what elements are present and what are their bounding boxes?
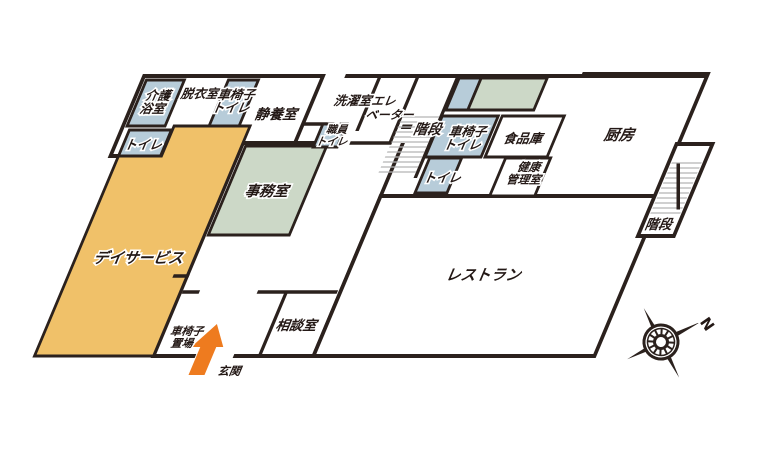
green-room xyxy=(465,76,550,112)
health-management-room xyxy=(487,156,553,198)
food-storage-label: 食品庫 xyxy=(501,131,547,147)
wheelchair-toilet-center-label: 車椅子トイレ xyxy=(441,124,490,152)
toilet-left-label: トイレ xyxy=(122,138,165,152)
laundry-label: 洗濯室 xyxy=(332,93,376,108)
staff-toilet-label: 職員トイレ xyxy=(314,122,356,147)
care-bath-label: 介護浴室 xyxy=(136,88,175,116)
care-bath-room xyxy=(124,78,187,128)
building-plan: 介護浴室 トイレ 脱衣室 車椅子トイレ 静養室 事務室 デイサービス 洗濯室 エ… xyxy=(32,72,716,379)
stairs-right-label: 階段 xyxy=(643,217,678,233)
office-room xyxy=(206,144,329,237)
wheelchair-toilet-left-room xyxy=(206,78,261,128)
kitchen-label: 厨房 xyxy=(602,126,640,144)
compass-north-label: N xyxy=(696,314,718,335)
rest-room-label: 静養室 xyxy=(252,106,302,123)
toilet-left-room xyxy=(116,128,174,158)
toilet-center-label: トイレ xyxy=(421,171,464,185)
toilet-center-room xyxy=(412,156,464,195)
consult-room-label: 相談室 xyxy=(274,318,321,334)
staff-toilet-room xyxy=(311,122,350,149)
dressing-room-label: 脱衣室 xyxy=(179,86,223,101)
elevator-label: エレベーター xyxy=(364,93,424,121)
stairs-center-label: 階段 xyxy=(411,121,447,138)
compass-rose xyxy=(627,308,702,378)
wheelchair-parking-label: 車椅子置場 xyxy=(164,324,208,349)
walls xyxy=(172,74,708,356)
wheelchair-toilet-left-label: 車椅子トイレ xyxy=(210,87,259,115)
consult-room-left-wall xyxy=(257,292,289,356)
office-label: 事務室 xyxy=(242,183,293,200)
entrance-arrow xyxy=(188,324,224,375)
stairs-right-rail xyxy=(676,163,680,210)
entrance-label: 玄関 xyxy=(216,363,245,377)
stairs-center-treads xyxy=(378,116,440,173)
restaurant-label: レストラン xyxy=(443,266,526,284)
day-service-label: デイサービス xyxy=(91,249,189,267)
health-management-label: 健康管理室 xyxy=(504,159,550,186)
compass-hub xyxy=(653,334,669,350)
